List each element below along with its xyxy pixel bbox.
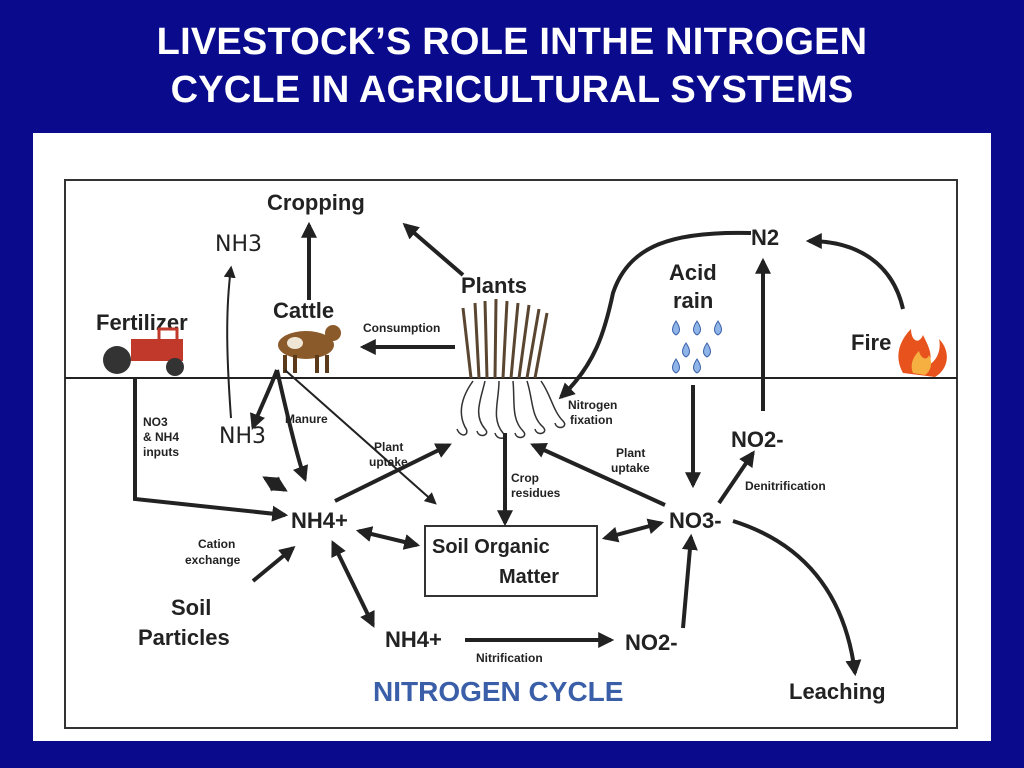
label-inputs-line2: & NH4 — [143, 430, 179, 444]
label-nh3-mid: NH3 — [219, 424, 266, 449]
diagram-arrows — [133, 221, 905, 677]
label-consumption: Consumption — [363, 321, 440, 335]
label-fertilizer: Fertilizer — [96, 310, 188, 335]
fire-icon — [898, 329, 947, 377]
label-particles: Particles — [138, 625, 230, 650]
label-cation-exchange-1: Cation — [198, 537, 235, 551]
roots-icon — [456, 380, 566, 439]
label-no2-bottom: NO2- — [625, 630, 678, 655]
label-plant-uptake-left-1: Plant — [374, 440, 403, 454]
title-line-1: LIVESTOCK’S ROLE INTHE NITROGEN — [156, 21, 868, 63]
tractor-icon — [103, 327, 184, 376]
label-soil-organic-line1: Soil Organic — [432, 536, 550, 558]
slide-title: LIVESTOCK’S ROLE INTHE NITROGEN CYCLE IN… — [0, 18, 1024, 114]
nitrogen-cycle-diagram: Cropping NH3 Cattle Fertilizer Plants Ac… — [64, 179, 958, 729]
label-nh4-main: NH4+ — [291, 508, 348, 533]
acid-rain-drops-icon — [672, 320, 722, 374]
label-inputs-line3: inputs — [143, 445, 179, 459]
label-cropping: Cropping — [267, 190, 365, 215]
label-plant-uptake-right-1: Plant — [616, 446, 645, 460]
label-nitrogen-fixation-1: Nitrogen — [568, 398, 617, 412]
plants-icon — [461, 298, 549, 379]
label-crop-residues-1: Crop — [511, 471, 539, 485]
label-denitrification: Denitrification — [745, 479, 826, 493]
diagram-frame — [64, 179, 958, 729]
label-manure: Manure — [285, 412, 328, 426]
label-fire: Fire — [851, 330, 891, 355]
label-nitrogen-fixation-2: fixation — [570, 413, 613, 427]
label-rain: rain — [673, 288, 713, 313]
label-soil-organic-line2: Matter — [499, 566, 559, 588]
label-inputs-line1: NO3 — [143, 415, 168, 429]
label-nitrification: Nitrification — [476, 651, 543, 665]
label-nh4-bottom: NH4+ — [385, 627, 442, 652]
diagram-panel: Cropping NH3 Cattle Fertilizer Plants Ac… — [33, 133, 991, 741]
title-line-2: CYCLE IN AGRICULTURAL SYSTEMS — [170, 69, 854, 111]
footer-title: NITROGEN CYCLE — [373, 676, 623, 707]
label-cation-exchange-2: exchange — [185, 553, 241, 567]
label-nh3-top: NH3 — [215, 232, 262, 257]
label-acid: Acid — [669, 260, 717, 285]
label-no3: NO3- — [669, 508, 722, 533]
label-no2-minus: NO2- — [731, 427, 784, 452]
label-plant-uptake-right-2: uptake — [611, 461, 650, 475]
cattle-icon — [278, 325, 341, 373]
label-leaching: Leaching — [789, 679, 886, 704]
label-soil: Soil — [171, 595, 211, 620]
label-plants: Plants — [461, 273, 527, 298]
label-n2: N2 — [751, 225, 779, 250]
label-cattle: Cattle — [273, 298, 334, 323]
label-crop-residues-2: residues — [511, 486, 561, 500]
